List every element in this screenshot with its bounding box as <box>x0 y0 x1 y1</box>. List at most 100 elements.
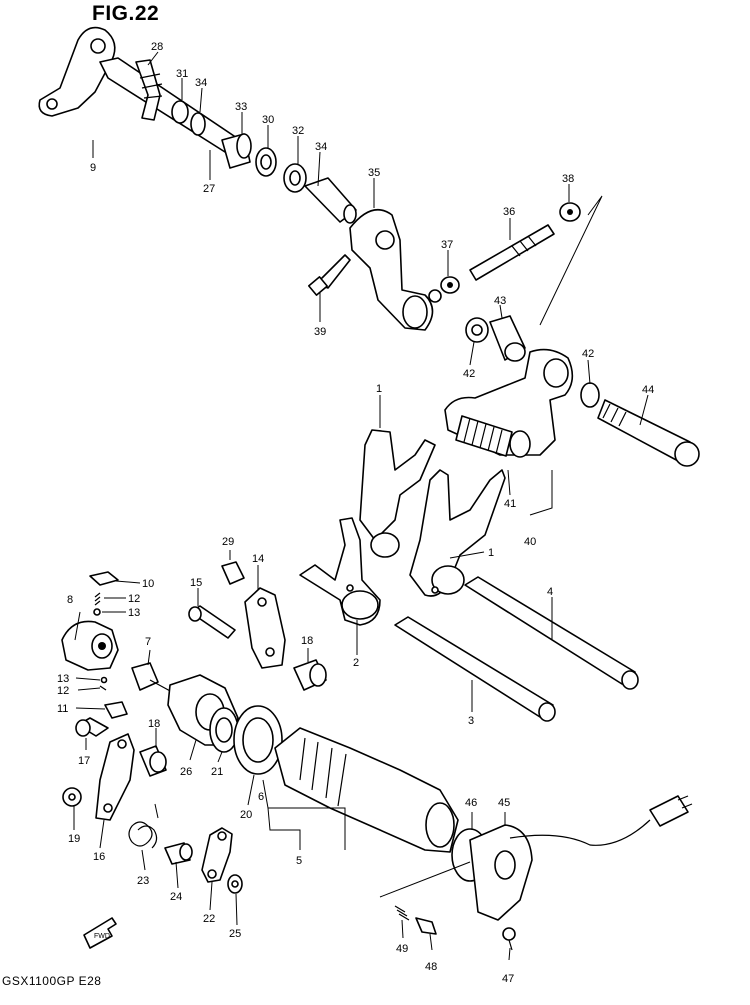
circlip-34a <box>190 112 206 136</box>
callout-1-upper: 1 <box>376 383 382 395</box>
callout-29: 29 <box>222 536 234 548</box>
pin-13b <box>100 676 108 684</box>
callout-21: 21 <box>211 766 223 778</box>
callout-20: 20 <box>240 809 252 821</box>
washer-32 <box>283 163 307 193</box>
washer-19 <box>62 787 82 807</box>
bush-43 <box>489 315 526 362</box>
fork-shaft-4 <box>464 576 639 690</box>
callout-24: 24 <box>170 891 182 903</box>
screw-10 <box>89 571 119 586</box>
callout-38: 38 <box>562 173 574 185</box>
callout-27: 27 <box>203 183 215 195</box>
model-code: GSX1100GP E28 <box>2 974 102 988</box>
callout-18-lower: 18 <box>148 718 160 730</box>
callout-35: 35 <box>368 167 380 179</box>
pin-24 <box>164 842 193 865</box>
bolt-15 <box>188 605 236 639</box>
spring-41 <box>455 415 531 458</box>
bolt-29 <box>221 561 245 585</box>
washer-31 <box>171 100 189 124</box>
bolt-7 <box>131 662 173 693</box>
bushing-33 <box>221 133 252 169</box>
shaft-end-34 <box>304 177 357 224</box>
bolt-17 <box>75 717 109 737</box>
callout-33: 33 <box>235 101 247 113</box>
callout-49: 49 <box>396 943 408 955</box>
stopper-11 <box>104 701 128 719</box>
callout-43: 43 <box>494 295 506 307</box>
spring-49 <box>394 905 410 921</box>
bolt-44 <box>597 399 700 467</box>
callout-16: 16 <box>93 851 105 863</box>
callout-26: 26 <box>180 766 192 778</box>
screw-47 <box>502 927 516 951</box>
callout-46: 46 <box>465 797 477 809</box>
pin-13a <box>93 608 101 616</box>
callout-31: 31 <box>176 68 188 80</box>
switch-wire <box>509 795 693 846</box>
callout-12-upper: 12 <box>128 593 140 605</box>
callout-10: 10 <box>142 578 154 590</box>
callout-6: 6 <box>258 791 264 803</box>
shift-fork-upper <box>359 429 436 558</box>
callout-4: 4 <box>547 586 553 598</box>
callout-19: 19 <box>68 833 80 845</box>
callout-44: 44 <box>642 384 654 396</box>
callout-3: 3 <box>468 715 474 727</box>
callout-9: 9 <box>90 162 96 174</box>
callout-15: 15 <box>190 577 202 589</box>
front-arrow: FWD <box>83 917 117 949</box>
collar-18a <box>293 659 327 691</box>
spring-12a <box>94 592 101 606</box>
callout-7: 7 <box>145 636 151 648</box>
callout-28: 28 <box>151 41 163 53</box>
cam-bearing-20 <box>233 705 283 775</box>
bolt-39 <box>307 254 351 296</box>
shift-shaft-arm <box>38 26 116 117</box>
callout-1-lower: 1 <box>488 547 494 559</box>
spring-23 <box>128 821 158 849</box>
callout-34-lower: 34 <box>315 141 327 153</box>
spring-12b <box>99 685 107 691</box>
callout-13-lower: 13 <box>57 673 69 685</box>
shaft-spring-28 <box>135 59 163 121</box>
callout-17: 17 <box>78 755 90 767</box>
plate-16 <box>95 733 135 821</box>
washer-42b <box>580 382 600 408</box>
pin-48 <box>415 917 437 935</box>
callout-48: 48 <box>425 961 437 973</box>
shift-fork-2 <box>299 517 381 626</box>
callout-40: 40 <box>524 536 536 548</box>
bearing-21 <box>209 707 239 753</box>
callout-12-lower: 12 <box>57 685 69 697</box>
cam-stopper-arm-35 <box>349 208 442 331</box>
seal-30 <box>255 147 277 177</box>
callout-13-upper: 13 <box>128 607 140 619</box>
callout-30: 30 <box>262 114 274 126</box>
callout-5: 5 <box>296 855 302 867</box>
callout-18-upper: 18 <box>301 635 313 647</box>
callout-32: 32 <box>292 125 304 137</box>
pin-36 <box>469 224 555 281</box>
callout-14: 14 <box>252 553 264 565</box>
svg-text:FWD: FWD <box>94 933 110 940</box>
nut-38 <box>559 202 581 222</box>
callout-2: 2 <box>353 657 359 669</box>
washer-42a <box>465 317 489 343</box>
shift-shaft <box>99 57 241 153</box>
fork-shaft-3 <box>394 616 556 722</box>
callout-11: 11 <box>57 703 68 715</box>
callout-labels: 28 31 34 33 30 32 34 35 27 9 39 37 36 38… <box>57 41 654 985</box>
callout-36: 36 <box>503 206 515 218</box>
leader-lines <box>73 51 649 961</box>
lever-22 <box>201 827 233 883</box>
shift-fork-right <box>409 469 506 597</box>
callout-45: 45 <box>498 797 510 809</box>
callout-34-upper: 34 <box>195 77 207 89</box>
nut-37 <box>440 276 460 294</box>
callout-23: 23 <box>137 875 149 887</box>
washer-25 <box>227 874 243 894</box>
callout-22: 22 <box>203 913 215 925</box>
